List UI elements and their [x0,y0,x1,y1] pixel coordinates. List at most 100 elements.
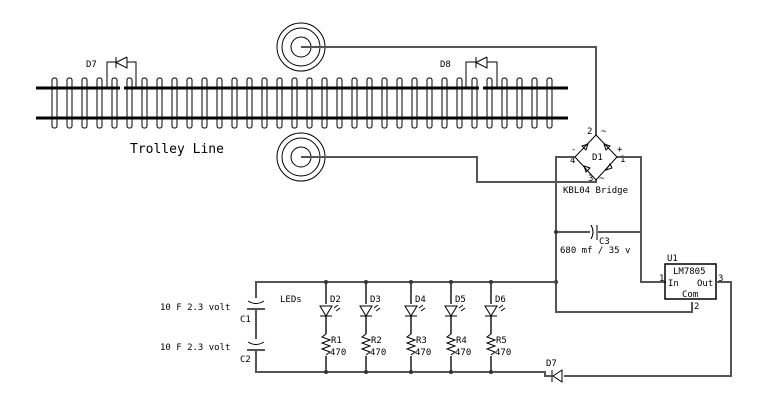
led-label: D2 [330,295,341,305]
resistor-value: 470 [330,348,346,358]
track-tie [516,77,523,129]
resistor-symbol [405,333,417,356]
svg-text:LM7805: LM7805 [673,267,706,277]
svg-text:~: ~ [601,127,607,137]
track-tie [231,77,238,129]
resistor-symbol [320,333,332,356]
svg-text:C3: C3 [599,237,610,247]
track-tie [201,77,208,129]
svg-text:1: 1 [659,274,664,284]
led-label: D3 [370,295,381,305]
led-symbol [404,304,426,317]
track-tie [426,77,433,129]
resistor-symbol [445,333,457,356]
resistor-value: 470 [455,348,471,358]
resistor-value: 470 [495,348,511,358]
led-symbol [319,304,341,317]
wire [301,156,597,183]
track-tie [276,77,283,129]
track-tie [171,77,178,129]
resistor-label: R5 [496,336,507,346]
svg-text:-: - [571,145,576,155]
led-label: D5 [455,295,466,305]
diode-d8-track: D8 [440,56,498,88]
bridge-rectifier: D1 2 1 4 3 + - ~ ~ KBL04 Bridge [563,127,628,196]
svg-text:680 mf / 35 v: 680 mf / 35 v [560,246,630,256]
track-ties [51,77,553,129]
track-tie [486,77,493,129]
led-label: D4 [415,295,426,305]
svg-text:Out: Out [697,279,713,289]
track-tie [531,77,538,129]
svg-text:3: 3 [588,174,593,184]
leds-label: LEDs [280,295,302,305]
track-tie [456,77,463,129]
track-tie [351,77,358,129]
track-tie [336,77,343,129]
resistor-label: R4 [456,336,467,346]
wire-positive [617,156,666,283]
regulator-u1: U1 LM7805 In Out Com 1 2 3 [659,254,723,312]
diode-d7-track: D7 [86,56,137,88]
track-tie [321,77,328,129]
svg-text:C1: C1 [240,315,251,325]
track-tie [306,77,313,129]
led-label: D6 [495,295,506,305]
wire-output [564,281,732,377]
track-tie [81,77,88,129]
svg-text:D1: D1 [592,153,603,163]
resistor-value: 470 [415,348,431,358]
trolley-line-label: Trolley Line [130,142,224,157]
svg-text:2: 2 [694,302,699,312]
track-tie [51,77,58,129]
track-tie [126,77,133,129]
track-tie [111,77,118,129]
track-tie [261,77,268,129]
track-tie [381,77,388,129]
track-tie [366,77,373,129]
svg-text:1: 1 [620,155,625,165]
resistor-symbol [485,333,497,356]
wire-bus [255,281,556,377]
track-tie [501,77,508,129]
wire-negative [555,156,693,313]
svg-text:Com: Com [682,290,698,300]
svg-text:+: + [617,145,623,155]
led-symbol [444,304,466,317]
track-tie [471,77,478,129]
capacitor-c3: C3 680 mf / 35 v [556,224,641,256]
track-tie [246,77,253,129]
track-tie [411,77,418,129]
resistor-value: 470 [370,348,386,358]
track-tie [141,77,148,129]
svg-text:D7: D7 [86,60,97,70]
capacitor-c1: 10 F 2.3 volt C1 [160,298,266,325]
svg-text:~: ~ [599,174,605,184]
svg-text:D8: D8 [440,60,451,70]
diode-d7-output: D7 [546,359,563,383]
svg-text:4: 4 [570,156,575,166]
track-tie [216,77,223,129]
svg-text:D7: D7 [546,359,557,369]
svg-text:C2: C2 [240,355,251,365]
svg-text:U1: U1 [667,254,678,264]
resistor-symbol [360,333,372,356]
resistor-label: R1 [331,336,342,346]
svg-text:10 F 2.3 volt: 10 F 2.3 volt [160,303,230,313]
svg-text:10 F 2.3 volt: 10 F 2.3 volt [160,343,230,353]
led-symbol [484,304,506,317]
track-tie [546,77,553,129]
svg-text:2: 2 [587,127,592,137]
track-tie [441,77,448,129]
svg-text:3: 3 [718,274,723,284]
capacitor-c2: 10 F 2.3 volt C2 [160,339,266,365]
wire [301,46,597,135]
track-tie [396,77,403,129]
